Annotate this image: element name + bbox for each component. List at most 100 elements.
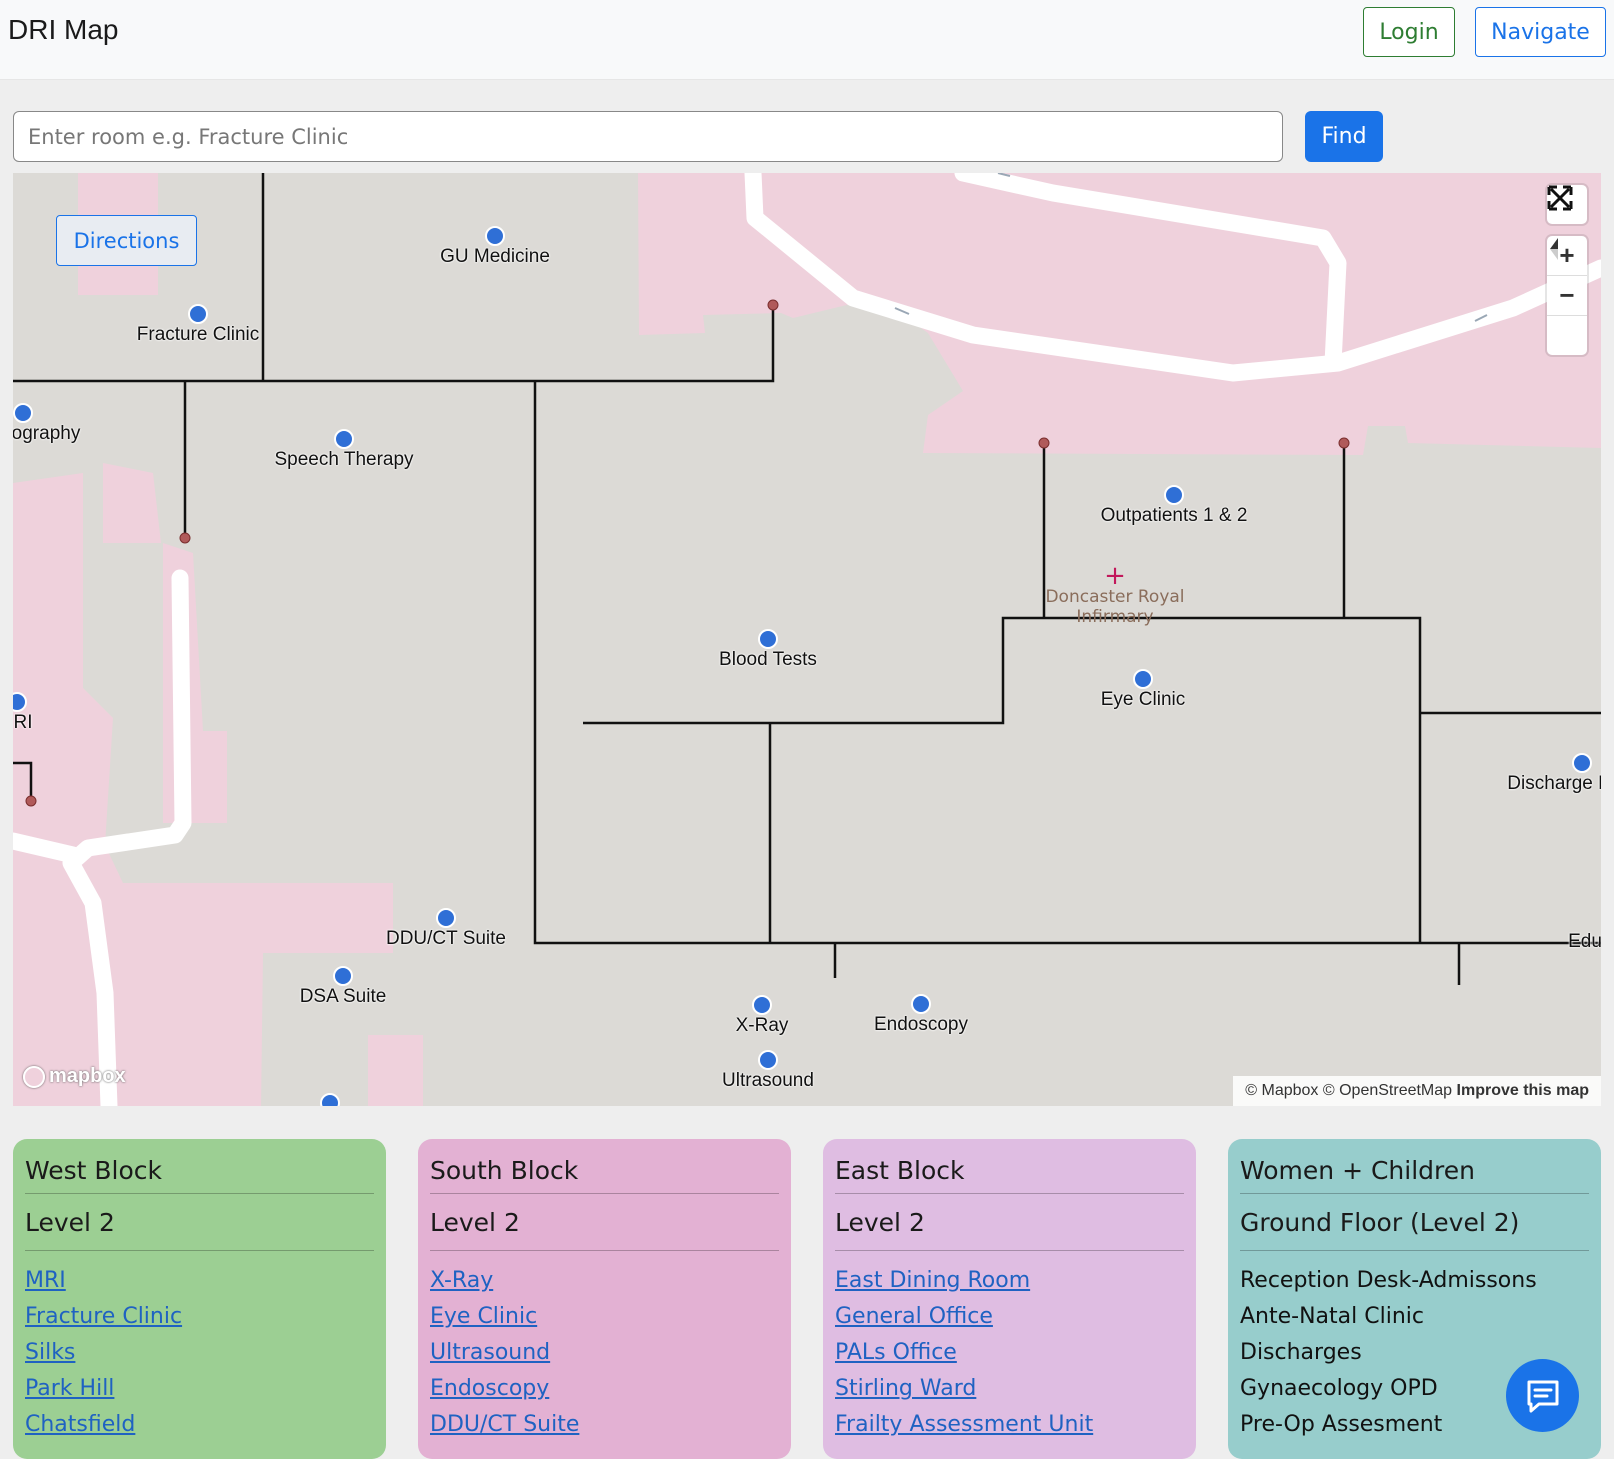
mapbox-logo-icon	[23, 1065, 45, 1088]
poi-label-endoscopy[interactable]: Endoscopy	[873, 1014, 969, 1035]
poi-marker[interactable]	[436, 908, 456, 928]
hospital-landmark[interactable]: + Doncaster Royal Infirmary	[1035, 561, 1195, 627]
poi-marker[interactable]	[485, 226, 505, 246]
app-title[interactable]: DRI Map	[8, 14, 119, 45]
list-item: Fracture Clinic	[25, 1299, 374, 1335]
list-item: Silks	[25, 1335, 374, 1371]
poi-marker[interactable]	[333, 966, 353, 986]
list-item: East Dining Room	[835, 1263, 1184, 1299]
block-level: Level 2	[25, 1194, 374, 1251]
poi-label-discharge[interactable]: Discharge L	[1507, 773, 1601, 794]
room-link[interactable]: East Dining Room	[835, 1268, 1031, 1293]
room-link[interactable]: Ultrasound	[430, 1340, 551, 1365]
navigation-control: + −	[1547, 236, 1587, 355]
room-link[interactable]: Endoscopy	[430, 1376, 550, 1401]
block-level: Level 2	[835, 1194, 1184, 1251]
list-item: General Office	[835, 1299, 1184, 1335]
poi-label-fracture-clinic[interactable]: Fracture Clinic	[136, 324, 260, 345]
list-item: Chatsfield	[25, 1407, 374, 1443]
list-item: Park Hill	[25, 1371, 374, 1407]
hospital-cross-icon: +	[1104, 561, 1126, 591]
east-block-card: East Block Level 2 East Dining Room Gene…	[823, 1139, 1196, 1459]
map-corridors	[13, 173, 1601, 985]
west-block-card: West Block Level 2 MRI Fracture Clinic S…	[13, 1139, 386, 1459]
list-item: PALs Office	[835, 1335, 1184, 1371]
list-item: X-Ray	[430, 1263, 779, 1299]
poi-label-gu-medicine[interactable]: GU Medicine	[440, 246, 550, 267]
poi-marker[interactable]	[911, 994, 931, 1014]
list-item: Pre-Op Assesment	[1240, 1412, 1443, 1437]
room-link[interactable]: Park Hill	[25, 1376, 115, 1401]
find-button[interactable]: Find	[1305, 111, 1383, 162]
poi-label-dsa[interactable]: DSA Suite	[299, 986, 387, 1007]
list-item: Gynaecology OPD	[1240, 1376, 1438, 1401]
poi-marker[interactable]	[13, 403, 33, 423]
directions-button[interactable]: Directions	[56, 215, 197, 266]
top-navbar: DRI Map Login Navigate	[0, 0, 1614, 80]
mapbox-logo[interactable]: mapbox	[23, 1065, 126, 1088]
room-link[interactable]: DDU/CT Suite	[430, 1412, 580, 1437]
poi-marker[interactable]	[1572, 753, 1592, 773]
poi-marker[interactable]	[13, 692, 27, 712]
poi-label-radiography[interactable]: ography	[13, 423, 81, 444]
zoom-in-icon[interactable]: +	[1559, 240, 1575, 270]
room-link[interactable]: Frailty Assessment Unit	[835, 1412, 1094, 1437]
list-item: Stirling Ward	[835, 1371, 1184, 1407]
map-canvas[interactable]: Directions GU Medicine Fracture Clinic o…	[13, 173, 1601, 1106]
poi-label-ddu-ct[interactable]: DDU/CT Suite	[385, 928, 507, 949]
block-title: East Block	[835, 1149, 1184, 1194]
list-item: Ultrasound	[430, 1335, 779, 1371]
room-link[interactable]: Fracture Clinic	[25, 1304, 183, 1329]
block-level: Level 2	[430, 1194, 779, 1251]
poi-label-eye-clinic[interactable]: Eye Clinic	[1100, 689, 1186, 710]
poi-marker[interactable]	[758, 1050, 778, 1070]
poi-label-outpatients[interactable]: Outpatients 1 & 2	[1100, 505, 1248, 526]
block-title: South Block	[430, 1149, 779, 1194]
list-item: Ante-Natal Clinic	[1240, 1304, 1424, 1329]
fullscreen-icon[interactable]	[1547, 185, 1587, 224]
navigate-button[interactable]: Navigate	[1475, 7, 1606, 57]
map-attribution: © Mapbox © OpenStreetMap Improve this ma…	[1233, 1076, 1601, 1106]
block-title: Women + Children	[1240, 1149, 1589, 1194]
chat-button[interactable]	[1506, 1359, 1579, 1432]
south-block-card: South Block Level 2 X-Ray Eye Clinic Ult…	[418, 1139, 791, 1459]
fullscreen-control[interactable]	[1547, 185, 1587, 224]
poi-marker[interactable]	[320, 1093, 340, 1106]
poi-marker[interactable]	[752, 995, 772, 1015]
room-link[interactable]: PALs Office	[835, 1340, 957, 1365]
poi-marker[interactable]	[334, 429, 354, 449]
poi-label-mri[interactable]: RI	[13, 712, 33, 733]
list-item: Endoscopy	[430, 1371, 779, 1407]
hospital-label: Doncaster Royal Infirmary	[1045, 587, 1185, 627]
map-base-layer	[13, 173, 1601, 1106]
map-landuse-areas	[13, 173, 1601, 1106]
room-link[interactable]: Silks	[25, 1340, 76, 1365]
login-button[interactable]: Login	[1363, 7, 1455, 57]
poi-label-blood-tests[interactable]: Blood Tests	[719, 649, 817, 670]
list-item: Discharges	[1240, 1340, 1362, 1365]
room-link[interactable]: X-Ray	[430, 1268, 494, 1293]
poi-marker[interactable]	[188, 304, 208, 324]
room-search-input[interactable]	[13, 111, 1283, 162]
block-title: West Block	[25, 1149, 374, 1194]
list-item: DDU/CT Suite	[430, 1407, 779, 1443]
room-link[interactable]: Chatsfield	[25, 1412, 136, 1437]
poi-label-education[interactable]: Edu	[1568, 931, 1601, 952]
list-item: MRI	[25, 1263, 374, 1299]
improve-map-link[interactable]: Improve this map	[1456, 1082, 1589, 1099]
room-link[interactable]: MRI	[25, 1268, 66, 1293]
poi-marker[interactable]	[1164, 485, 1184, 505]
room-link[interactable]: Stirling Ward	[835, 1376, 977, 1401]
poi-marker[interactable]	[758, 629, 778, 649]
block-level: Ground Floor (Level 2)	[1240, 1194, 1589, 1251]
poi-label-speech-therapy[interactable]: Speech Therapy	[274, 449, 414, 470]
list-item: Eye Clinic	[430, 1299, 779, 1335]
compass-icon[interactable]	[1547, 238, 1587, 355]
zoom-out-icon[interactable]: −	[1547, 275, 1587, 315]
poi-label-ultrasound[interactable]: Ultrasound	[722, 1070, 814, 1091]
room-link[interactable]: Eye Clinic	[430, 1304, 538, 1329]
poi-marker[interactable]	[1133, 669, 1153, 689]
poi-label-xray[interactable]: X-Ray	[735, 1015, 789, 1036]
attribution-text[interactable]: © Mapbox © OpenStreetMap	[1245, 1082, 1453, 1099]
room-link[interactable]: General Office	[835, 1304, 993, 1329]
